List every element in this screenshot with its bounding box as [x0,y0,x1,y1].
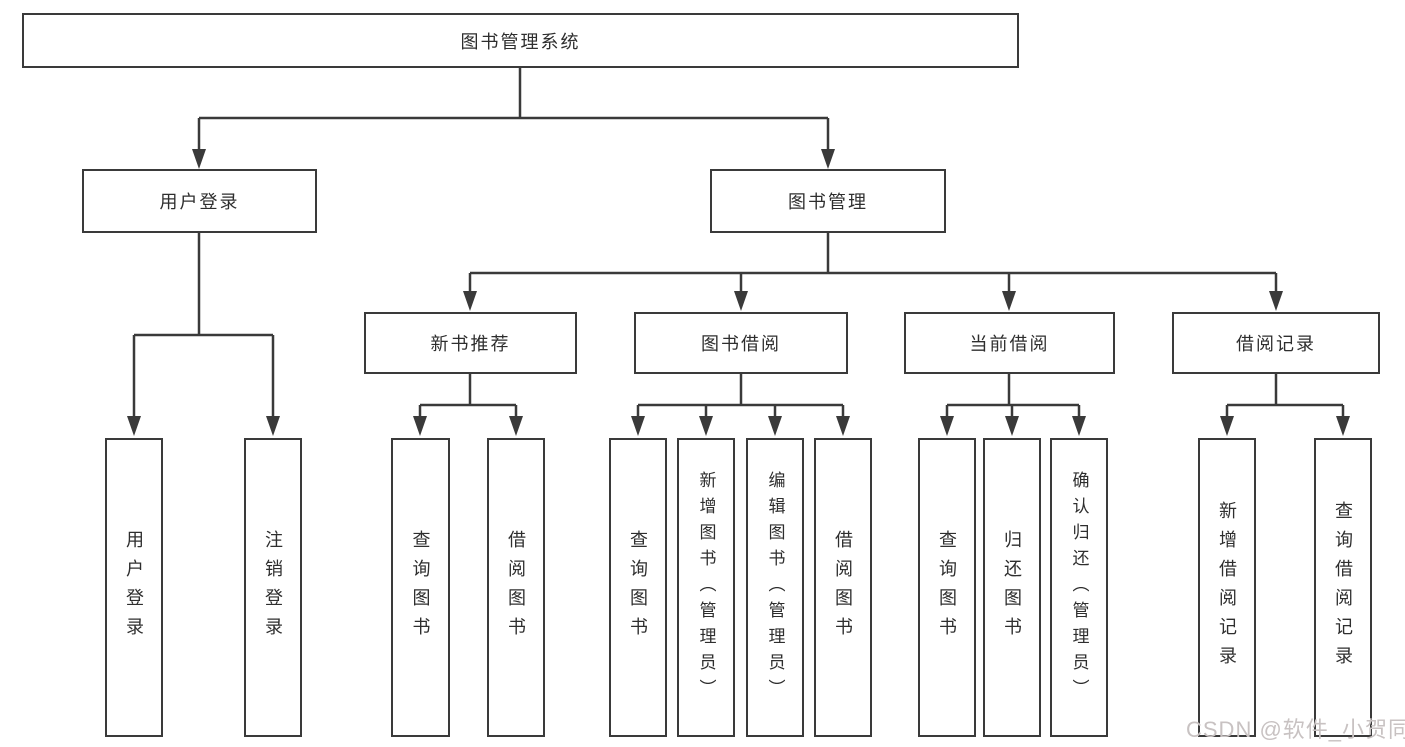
leaf-edit-book-admin: 编辑图书（管理员） [746,438,804,737]
leaf-user-login: 用户登录 [105,438,163,737]
leaf-return-books: 归还图书 [983,438,1041,737]
node-new-book-recommend: 新书推荐 [364,312,577,374]
leaf-query-books: 查询图书 [609,438,667,737]
leaf-add-book-admin: 新增图书（管理员） [677,438,735,737]
leaf-add-borrow-record: 新增借阅记录 [1198,438,1256,737]
watermark: CSDN @软件_小贺同学 [1186,717,1405,742]
leaf-confirm-return-admin: 确认归还（管理员） [1050,438,1108,737]
leaf-borrow-books: 借阅图书 [814,438,872,737]
node-borrowing-records: 借阅记录 [1172,312,1380,374]
leaf-query-books: 查询图书 [918,438,976,737]
leaf-query-books: 查询图书 [391,438,450,737]
leaf-logout: 注销登录 [244,438,302,737]
leaf-borrow-books: 借阅图书 [487,438,545,737]
node-book-borrowing: 图书借阅 [634,312,848,374]
leaf-query-borrow-record: 查询借阅记录 [1314,438,1372,737]
node-root-system: 图书管理系统 [22,13,1019,68]
node-book-management: 图书管理 [710,169,946,233]
node-current-borrowing: 当前借阅 [904,312,1115,374]
node-user-login: 用户登录 [82,169,317,233]
